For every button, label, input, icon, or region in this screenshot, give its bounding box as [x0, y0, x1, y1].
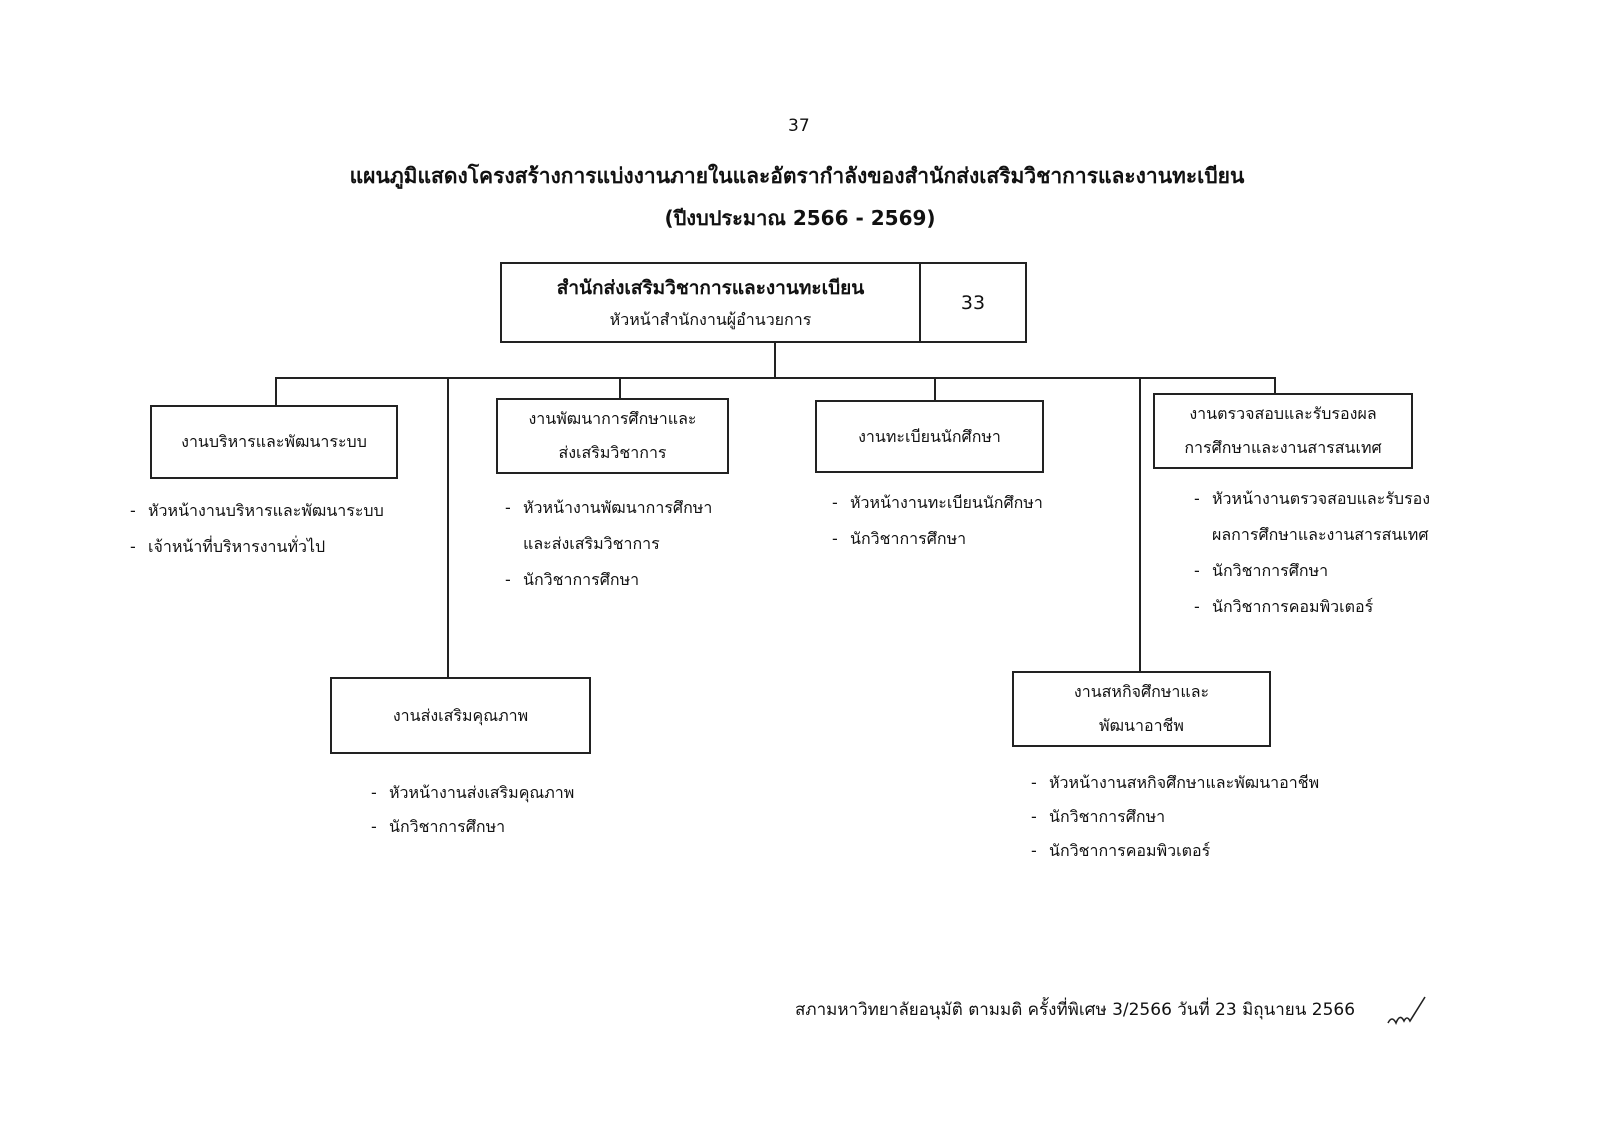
connector-line [447, 377, 449, 677]
unit-name: งานพัฒนาการศึกษาและ [528, 409, 697, 428]
root-label: สำนักส่งเสริมวิชาการและงานทะเบียน หัวหน้… [502, 264, 921, 341]
staff-item: นักวิชาการศึกษา [832, 521, 1043, 557]
staff-item: นักวิชาการศึกษา [505, 562, 712, 598]
unit-box-quality: งานส่งเสริมคุณภาพ [330, 677, 591, 754]
staff-item: หัวหน้างานส่งเสริมคุณภาพ [371, 776, 574, 810]
staff-item: ผลการศึกษาและงานสารสนเทศ [1212, 525, 1429, 544]
connector-line [275, 377, 1276, 379]
staff-list-verification: หัวหน้างานตรวจสอบและรับรอง ผลการศึกษาและ… [1194, 481, 1430, 625]
chart-title: แผนภูมิแสดงโครงสร้างการแบ่งงานภายในและอั… [349, 164, 1245, 188]
staff-list-academic: หัวหน้างานพัฒนาการศึกษา และส่งเสริมวิชาก… [505, 490, 712, 598]
staff-item: หัวหน้างานสหกิจศึกษาและพัฒนาอาชีพ [1031, 766, 1319, 800]
staff-item: หัวหน้างานพัฒนาการศึกษา [505, 490, 712, 526]
unit-box-coop: งานสหกิจศึกษาและ พัฒนาอาชีพ [1012, 671, 1271, 747]
staff-item: นักวิชาการคอมพิวเตอร์ [1194, 589, 1430, 625]
unit-name: งานตรวจสอบและรับรองผล [1189, 404, 1377, 423]
staff-item: นักวิชาการคอมพิวเตอร์ [1031, 834, 1319, 868]
unit-box-registration: งานทะเบียนนักศึกษา [815, 400, 1044, 473]
staff-list-quality: หัวหน้างานส่งเสริมคุณภาพ นักวิชาการศึกษา [371, 776, 574, 844]
connector-line [934, 377, 936, 400]
connector-line [1139, 377, 1141, 671]
unit-box-academic: งานพัฒนาการศึกษาและ ส่งเสริมวิชาการ [496, 398, 729, 474]
unit-box-verification: งานตรวจสอบและรับรองผล การศึกษาและงานสารส… [1153, 393, 1413, 469]
unit-name: งานบริหารและพัฒนาระบบ [181, 432, 367, 451]
unit-name: การศึกษาและงานสารสนเทศ [1184, 438, 1382, 457]
connector-line [619, 377, 621, 398]
staff-item: หัวหน้างานบริหารและพัฒนาระบบ [130, 493, 384, 529]
unit-name: พัฒนาอาชีพ [1099, 716, 1184, 735]
root-head: หัวหน้าสำนักงานผู้อำนวยการ [609, 309, 812, 329]
root-box: สำนักส่งเสริมวิชาการและงานทะเบียน หัวหน้… [500, 262, 1027, 343]
staff-item: เจ้าหน้าที่บริหารงานทั่วไป [130, 529, 384, 565]
approval-footer: สภามหาวิทยาลัยอนุมัติ ตามมติ ครั้งที่พิเ… [795, 1000, 1356, 1020]
staff-item: นักวิชาการศึกษา [371, 810, 574, 844]
staff-item: นักวิชาการศึกษา [1031, 800, 1319, 834]
chart-subtitle: (ปีงบประมาณ 2566 - 2569) [664, 206, 936, 230]
staff-item: และส่งเสริมวิชาการ [523, 534, 660, 553]
staff-list-admin: หัวหน้างานบริหารและพัฒนาระบบ เจ้าหน้าที่… [130, 493, 384, 565]
staff-item: นักวิชาการศึกษา [1194, 553, 1430, 589]
page-number: 37 [788, 116, 810, 136]
unit-name: งานทะเบียนนักศึกษา [858, 426, 1001, 446]
root-name: สำนักส่งเสริมวิชาการและงานทะเบียน [556, 276, 865, 299]
unit-name: งานส่งเสริมคุณภาพ [392, 705, 529, 725]
staff-item: หัวหน้างานทะเบียนนักศึกษา [832, 485, 1043, 521]
root-count: 33 [960, 291, 986, 314]
staff-list-registration: หัวหน้างานทะเบียนนักศึกษา นักวิชาการศึกษ… [832, 485, 1043, 557]
signature-mark [1387, 996, 1426, 1025]
unit-name: ส่งเสริมวิชาการ [558, 443, 667, 462]
unit-box-admin: งานบริหารและพัฒนาระบบ [150, 405, 398, 479]
connector-line [275, 377, 277, 405]
staff-item: หัวหน้างานตรวจสอบและรับรอง [1194, 481, 1430, 517]
connector-line [1274, 377, 1276, 393]
connector-line [774, 342, 776, 378]
unit-name: งานสหกิจศึกษาและ [1073, 682, 1210, 701]
staff-list-coop: หัวหน้างานสหกิจศึกษาและพัฒนาอาชีพ นักวิช… [1031, 766, 1319, 868]
